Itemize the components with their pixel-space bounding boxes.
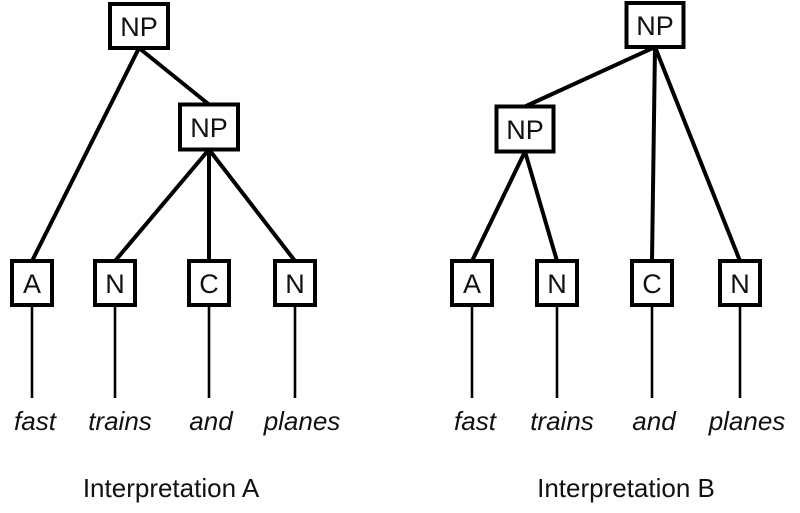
word-label-trains: trains [88,406,152,436]
node-b-n1[interactable]: N [535,259,579,307]
node-label-b-c: C [642,269,662,299]
edge-b-np-root-to-b-np-sub [524,45,656,109]
node-label-a-n2: N [285,269,305,299]
caption-interpretation-a: Interpretation A [83,473,260,503]
edge-b-np-sub-to-b-n1 [523,150,559,262]
word-label-fast: fast [14,406,58,436]
node-label-b-n2: N [730,269,750,299]
node-label-a-c: C [199,269,219,299]
node-a-np-root[interactable]: NP [108,2,170,50]
node-a-np-sub[interactable]: NP [178,102,240,152]
edge-a-np-root-to-a-a [30,47,141,262]
node-box-np-b-np-sub[interactable] [494,104,556,154]
node-box-c-b-c[interactable] [630,259,674,307]
node-b-c[interactable]: C [630,259,674,307]
word-label-fast: fast [454,406,498,436]
edge-a-np-sub-to-a-n1 [113,148,211,263]
node-b-np-sub[interactable]: NP [494,104,556,154]
node-b-np-root[interactable]: NP [624,1,686,49]
node-box-a-a-a[interactable] [10,259,54,307]
node-a-a[interactable]: A [10,259,54,307]
node-box-n-b-n1[interactable] [535,259,579,307]
node-label-a-np-sub: NP [190,113,228,143]
node-box-a-b-a[interactable] [450,259,494,307]
node-label-b-n1: N [547,269,567,299]
node-a-c[interactable]: C [187,259,231,307]
node-b-a[interactable]: A [450,259,494,307]
edge-b-np-root-to-b-c [650,46,657,262]
node-box-n-b-n2[interactable] [718,259,762,307]
node-a-n2[interactable]: N [273,259,317,307]
node-box-n-a-n1[interactable] [93,259,137,307]
word-label-trains: trains [530,406,594,436]
node-box-np-a-np-sub[interactable] [178,102,240,152]
edge-b-np-root-to-b-n2 [653,46,742,262]
word-label-planes: planes [263,406,341,436]
node-label-b-np-root: NP [636,11,674,41]
word-label-planes: planes [708,406,786,436]
node-label-b-a: A [463,269,481,299]
word-label-and: and [632,406,677,436]
node-box-np-b-np-root[interactable] [624,1,686,49]
edge-b-np-sub-to-b-a [470,150,527,262]
edge-a-np-sub-to-a-n2 [207,148,297,263]
node-label-a-np-root: NP [120,12,158,42]
node-label-b-np-sub: NP [506,115,544,145]
node-box-np-a-np-root[interactable] [108,2,170,50]
caption-interpretation-b: Interpretation B [537,473,715,503]
node-label-a-n1: N [105,269,125,299]
node-label-a-a: A [23,269,41,299]
node-b-n2[interactable]: N [718,259,762,307]
edge-a-np-root-to-a-np-sub [137,46,211,107]
word-label-and: and [189,406,234,436]
node-box-c-a-c[interactable] [187,259,231,307]
node-a-n1[interactable]: N [93,259,137,307]
node-box-n-a-n2[interactable] [273,259,317,307]
